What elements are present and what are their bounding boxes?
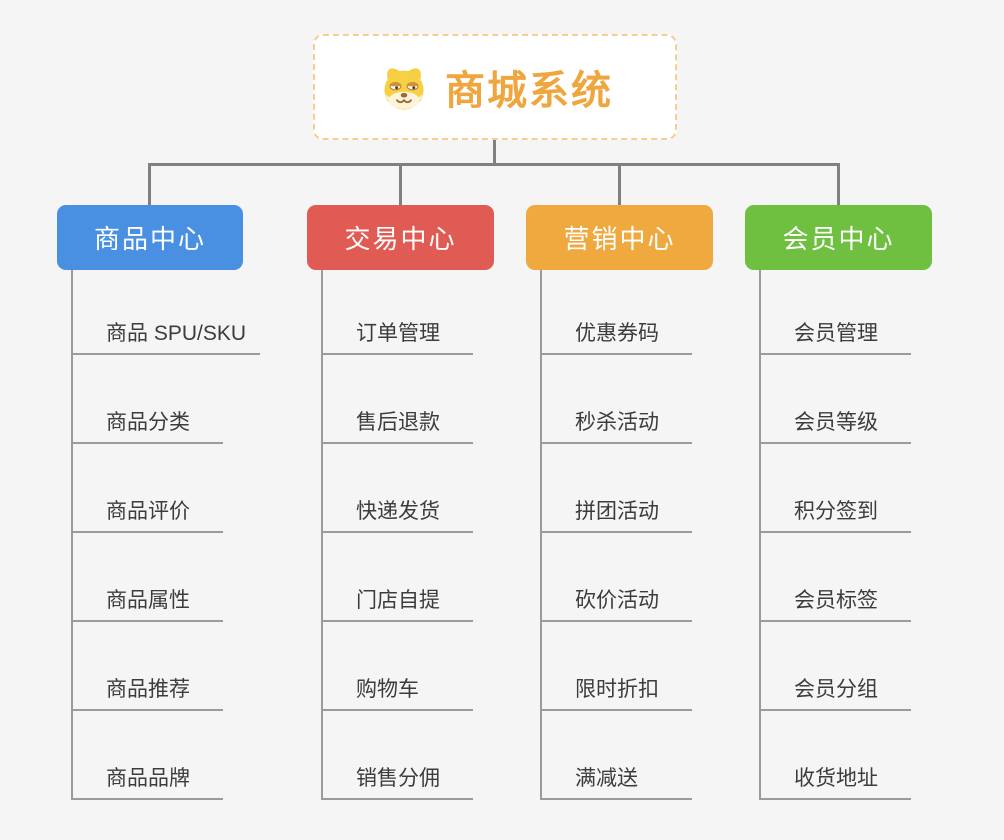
leaf-label: 商品推荐 <box>106 678 190 701</box>
leaf-group-product-center: 商品 SPU/SKU 商品分类 商品评价 商品属性 商品推荐 商品品牌 <box>71 270 261 800</box>
leaf-label: 会员等级 <box>794 411 878 434</box>
leaf-label: 拼团活动 <box>575 500 659 523</box>
connector-drop-member <box>837 163 840 207</box>
branch-label: 会员中心 <box>782 224 895 254</box>
leaf-node[interactable]: 会员分组 <box>761 622 911 711</box>
leaf-label: 快递发货 <box>356 500 440 523</box>
branch-node-marketing-center[interactable]: 营销中心 <box>526 205 713 270</box>
leaf-node[interactable]: 满减送 <box>542 711 692 800</box>
leaf-label: 积分签到 <box>794 500 878 523</box>
leaf-node[interactable]: 商品品牌 <box>73 711 223 800</box>
leaf-group-trade-center: 订单管理 售后退款 快递发货 门店自提 购物车 销售分佣 <box>321 270 473 800</box>
leaf-node[interactable]: 购物车 <box>323 622 473 711</box>
leaf-node[interactable]: 积分签到 <box>761 444 911 533</box>
leaf-node[interactable]: 门店自提 <box>323 533 473 622</box>
root-title: 商城系统 <box>445 69 613 113</box>
leaf-label: 收货地址 <box>794 767 878 790</box>
leaf-node[interactable]: 订单管理 <box>323 270 473 355</box>
leaf-label: 会员标签 <box>794 589 878 612</box>
leaf-label: 商品评价 <box>106 500 190 523</box>
leaf-label: 商品属性 <box>106 589 190 612</box>
leaf-node[interactable]: 会员管理 <box>761 270 911 355</box>
connector-horizontal-bar <box>149 163 839 166</box>
dog-face-icon <box>384 68 424 110</box>
leaf-label: 满减送 <box>575 767 638 790</box>
leaf-label: 商品 SPU/SKU <box>106 322 247 345</box>
leaf-label: 购物车 <box>356 678 419 701</box>
leaf-label: 优惠券码 <box>575 322 659 345</box>
branch-label: 营销中心 <box>563 224 676 254</box>
leaf-label: 商品品牌 <box>106 767 190 790</box>
leaf-label: 销售分佣 <box>356 767 440 790</box>
leaf-group-marketing-center: 优惠券码 秒杀活动 拼团活动 砍价活动 限时折扣 满减送 <box>540 270 692 800</box>
leaf-node[interactable]: 售后退款 <box>323 355 473 444</box>
connector-drop-product <box>148 163 151 207</box>
leaf-node[interactable]: 拼团活动 <box>542 444 692 533</box>
connector-root-stem <box>493 140 496 164</box>
branch-node-product-center[interactable]: 商品中心 <box>57 205 243 270</box>
leaf-node[interactable]: 销售分佣 <box>323 711 473 800</box>
leaf-label: 限时折扣 <box>575 678 659 701</box>
leaf-node[interactable]: 商品评价 <box>73 444 223 533</box>
leaf-label: 会员管理 <box>794 322 878 345</box>
leaf-label: 订单管理 <box>356 322 440 345</box>
leaf-node[interactable]: 优惠券码 <box>542 270 692 355</box>
leaf-label: 售后退款 <box>356 411 440 434</box>
branch-label: 交易中心 <box>344 224 457 254</box>
leaf-node[interactable]: 商品属性 <box>73 533 223 622</box>
leaf-node[interactable]: 商品推荐 <box>73 622 223 711</box>
branch-node-member-center[interactable]: 会员中心 <box>745 205 932 270</box>
branch-node-trade-center[interactable]: 交易中心 <box>307 205 494 270</box>
leaf-node[interactable]: 砍价活动 <box>542 533 692 622</box>
leaf-node[interactable]: 会员标签 <box>761 533 911 622</box>
leaf-label: 砍价活动 <box>575 589 659 612</box>
leaf-node[interactable]: 限时折扣 <box>542 622 692 711</box>
leaf-label: 会员分组 <box>794 678 878 701</box>
leaf-node[interactable]: 会员等级 <box>761 355 911 444</box>
leaf-node[interactable]: 收货地址 <box>761 711 911 800</box>
root-node-mall-system[interactable]: 商城系统 <box>313 34 677 140</box>
leaf-node[interactable]: 快递发货 <box>323 444 473 533</box>
leaf-label: 门店自提 <box>356 589 440 612</box>
leaf-node[interactable]: 商品 SPU/SKU <box>73 270 261 355</box>
leaf-node[interactable]: 商品分类 <box>73 355 223 444</box>
leaf-label: 秒杀活动 <box>575 411 659 434</box>
leaf-label: 商品分类 <box>106 411 190 434</box>
connector-drop-marketing <box>618 163 621 207</box>
branch-label: 商品中心 <box>93 224 206 254</box>
leaf-node[interactable]: 秒杀活动 <box>542 355 692 444</box>
connector-drop-trade <box>399 163 402 207</box>
leaf-group-member-center: 会员管理 会员等级 积分签到 会员标签 会员分组 收货地址 <box>759 270 911 800</box>
